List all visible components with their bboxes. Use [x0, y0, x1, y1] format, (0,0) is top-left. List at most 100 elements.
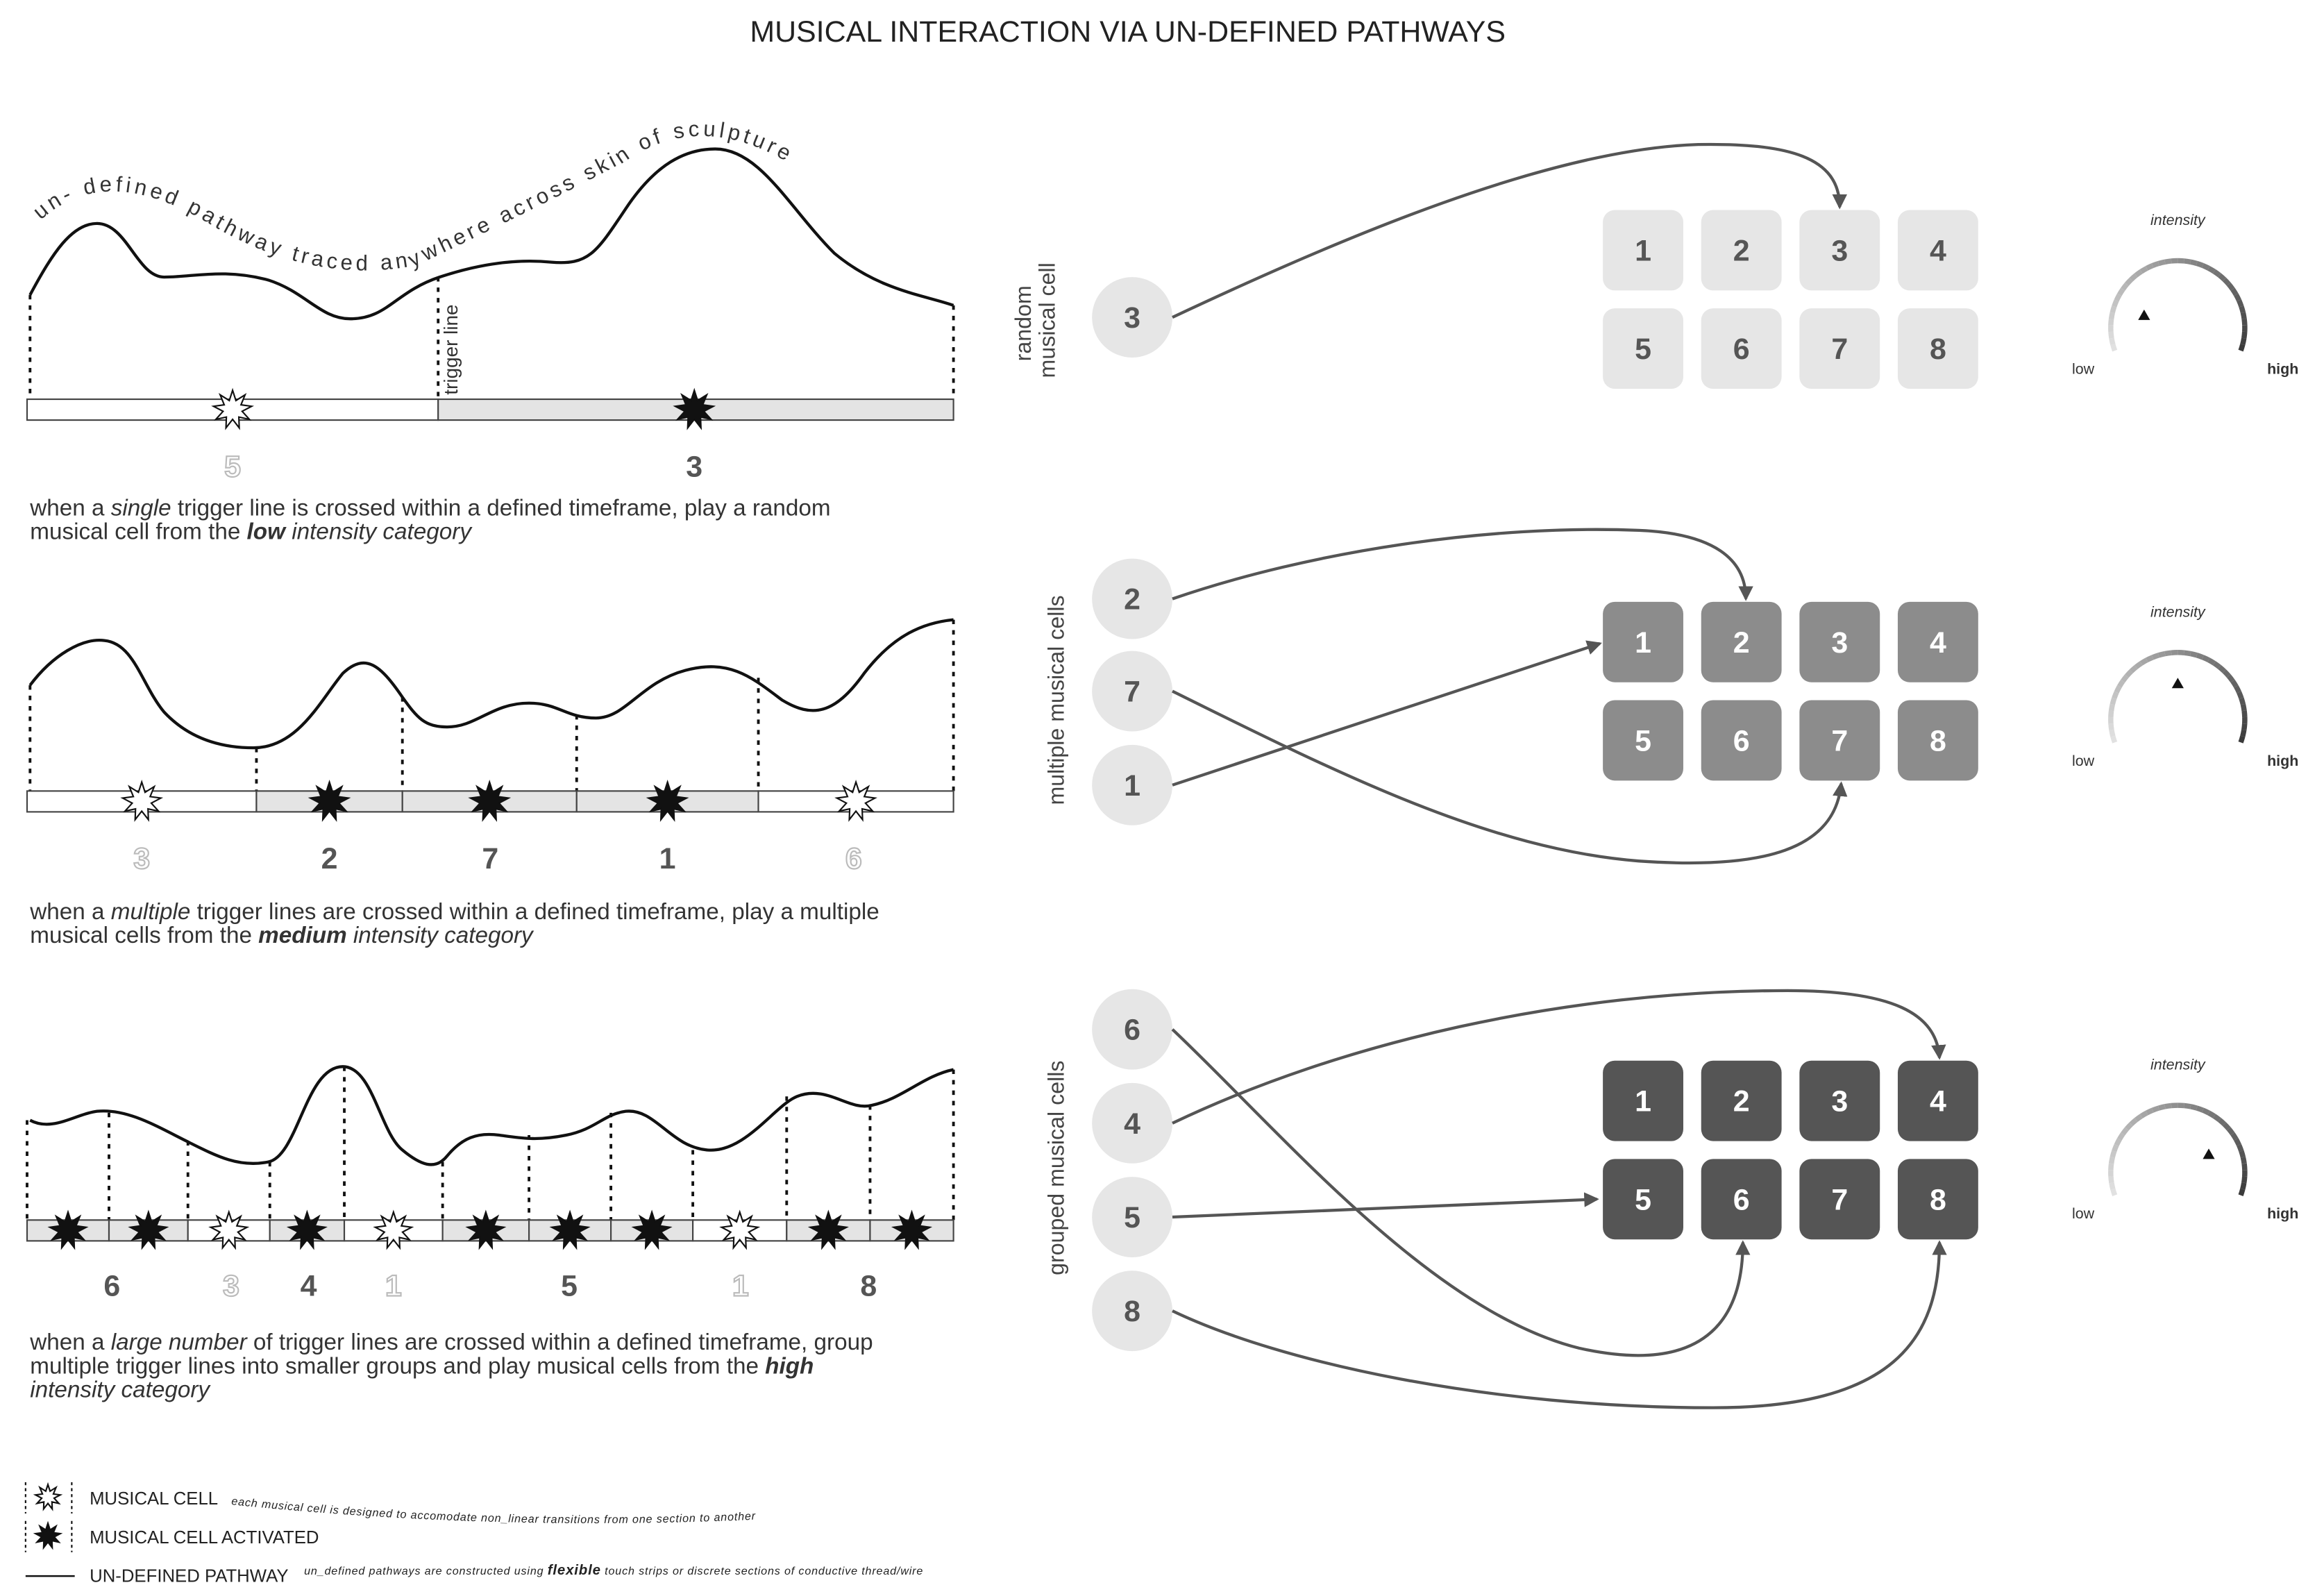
gauge-arc-segment: [2117, 679, 2125, 688]
gauge-arc-segment: [2146, 1107, 2154, 1116]
cell-number-inactive: 1: [385, 1270, 402, 1303]
gauge-arc-segment: [2110, 305, 2117, 314]
gauge-arc-segment: [2139, 266, 2148, 274]
musical-cell-star-icon: [373, 1209, 414, 1250]
mapping-arrow: [1172, 689, 1848, 865]
input-cell-number: 3: [1124, 301, 1140, 335]
grid-cell-number: 8: [1930, 333, 1946, 366]
input-cell-circle: [1092, 989, 1173, 1070]
grid-cell: [1897, 1159, 1978, 1240]
grid-cell-number: 2: [1733, 1085, 1750, 1118]
gauge-arc-segment: [2121, 282, 2129, 291]
input-cell-number: 8: [1124, 1295, 1140, 1328]
grid-cell-number: 3: [1831, 234, 1848, 267]
mapping-arrows: [1171, 142, 1947, 1409]
gauge-arc-segment: [2226, 1127, 2235, 1136]
gauge-arc-segment: [2240, 703, 2247, 712]
gauge-arc-segment: [2218, 664, 2227, 673]
gauge-arc-segment: [2125, 277, 2133, 286]
trigger-lines: [26, 1066, 955, 1221]
musical-cell-activated-star-icon: [807, 1209, 849, 1250]
mapping-arrow: [1172, 142, 1847, 319]
legend-label: MUSICAL CELL ACTIVATED: [90, 1528, 319, 1548]
gauge-arc-segment: [2241, 318, 2248, 326]
gauge-arc-segment: [2240, 337, 2247, 346]
gauge-arc-segment: [2164, 258, 2172, 265]
grid-cell: [1701, 700, 1782, 781]
pathway-curve: [29, 1065, 954, 1166]
gauge-arc-segment: [2134, 269, 2143, 278]
grid-cell-number: 1: [1635, 234, 1651, 267]
caption-single: when a single trigger line is crossed wi…: [29, 495, 830, 544]
legend: MUSICAL CELL MUSICAL CELL ACTIVATED UN-D…: [24, 1482, 923, 1585]
gauge-arc-segment: [2151, 260, 2160, 269]
grid-cell-number: 3: [1831, 626, 1848, 660]
gauge-arc-segment: [2114, 293, 2122, 302]
trigger-lines: [28, 619, 955, 791]
gauge-arc-segment: [2239, 305, 2246, 314]
page-title: MUSICAL INTERACTION VIA UN-DEFINED PATHW…: [750, 15, 1506, 49]
legend-label: MUSICAL CELL: [90, 1489, 218, 1509]
gauge-arc-segment: [2108, 1176, 2114, 1184]
gauge-arc-segment: [2222, 277, 2231, 286]
gauge-arc-segment: [2110, 344, 2118, 352]
mapping-arrow: [1172, 1192, 1599, 1219]
gauge-arc-segment: [2240, 312, 2247, 319]
gauge-arc-segment: [2129, 664, 2138, 673]
musical-cell-activated-star-icon: [47, 1209, 89, 1250]
musical-cell-activated-star-icon: [631, 1209, 673, 1250]
pathway-curve-text: un- defined pathway traced anywhere acro…: [28, 117, 799, 276]
grid-cell-number: 8: [1930, 1183, 1946, 1216]
cell-number-active: 4: [301, 1270, 317, 1303]
gauge-label: intensity: [2150, 603, 2206, 620]
musical-cell-star-icon: [719, 1209, 761, 1250]
gauge-arc-segment: [2241, 1176, 2248, 1184]
cell-number-active: 7: [482, 842, 498, 875]
grid-cell-number: 6: [1733, 724, 1750, 757]
grid-cell: [1897, 601, 1978, 682]
gauge-arc-segment: [2109, 729, 2116, 737]
gauge-arc-segment: [2134, 661, 2143, 669]
gauge-arc-segment: [2109, 1182, 2116, 1190]
gauge-arc-segment: [2226, 674, 2235, 683]
gauge-arc-segment: [2121, 674, 2129, 683]
grid-cell: [1603, 210, 1683, 291]
gauge-arc-segment: [2202, 655, 2210, 663]
input-cell-number: 4: [1124, 1107, 1140, 1141]
mapping-arrow: [1172, 528, 1753, 601]
trigger-strip: [26, 1209, 954, 1250]
gauge-arc-segment: [2184, 258, 2191, 265]
grid-cell: [1701, 1159, 1782, 1240]
grid-cell: [1799, 308, 1880, 389]
grid-cell-number: 6: [1733, 1183, 1750, 1216]
cell-number-inactive: 5: [224, 451, 241, 484]
cell-number-inactive: 6: [845, 842, 862, 875]
grid-cell: [1603, 601, 1683, 682]
gauge-arc-segment: [2241, 1163, 2248, 1171]
gauge-arc-segment: [2114, 685, 2122, 694]
gauge-arc-segment: [2196, 260, 2204, 269]
gauge-arc-segment: [2114, 1138, 2122, 1146]
grid-cell-number: 7: [1831, 724, 1848, 757]
gauge-arc-segment: [2108, 1163, 2114, 1171]
gauge-arc-segment: [2218, 273, 2227, 282]
gauge-arc-segment: [2108, 1157, 2115, 1164]
gauge-arc-segment: [2108, 703, 2115, 712]
gauge-arc-segment: [2146, 655, 2154, 663]
grid-cell: [1701, 601, 1782, 682]
gauge-arc-segment: [2108, 318, 2114, 326]
legend-cell-note: each musical cell is designed to accomod…: [231, 1495, 757, 1526]
grid-cell: [1897, 700, 1978, 781]
input-cell-number: 2: [1124, 583, 1140, 617]
gauge-arc-segment: [2238, 735, 2246, 744]
gauge-arc-segment: [2146, 263, 2154, 271]
grid-cell: [1799, 700, 1880, 781]
grid-cell-number: 6: [1733, 333, 1750, 366]
gauge-arc-segment: [2110, 735, 2118, 744]
gauge-arc-segment: [2190, 1104, 2198, 1111]
musical-cell-activated-star-icon: [673, 387, 716, 430]
